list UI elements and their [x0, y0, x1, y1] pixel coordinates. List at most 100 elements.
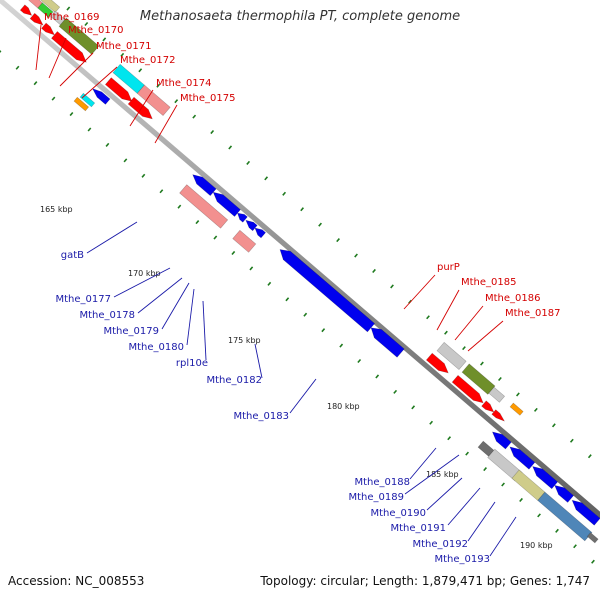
tick-mark-outer — [174, 99, 179, 104]
map-title: Methanosaeta thermophila PT, complete ge… — [139, 9, 461, 24]
gene-label-Mthe_0190-leader — [426, 477, 463, 511]
tick-mark-inner — [87, 127, 92, 132]
tick-mark-outer — [318, 222, 322, 227]
tick-mark-inner — [375, 374, 380, 379]
gene-label-Mthe_0172-leader — [81, 66, 118, 99]
tick-mark-inner — [231, 250, 236, 256]
gene-0185-cog — [461, 363, 496, 395]
genome-backbone — [0, 0, 600, 519]
gene-label-gatB-leader — [86, 221, 138, 254]
scale-label: 185 kbp — [426, 470, 459, 479]
tick-mark-inner — [465, 451, 470, 456]
tick-mark-inner — [555, 528, 559, 533]
tick-mark-outer — [120, 52, 125, 57]
scale-label: 165 kbp — [40, 205, 73, 214]
gene-0176-rev — [192, 174, 217, 197]
tick-mark-outer — [138, 68, 143, 73]
gene-0193-cog — [586, 532, 599, 544]
tick-mark-outer — [444, 330, 448, 335]
tick-mark-outer — [264, 176, 269, 181]
tick-mark-outer — [498, 376, 502, 382]
tick-mark-outer — [551, 423, 556, 428]
tick-mark-outer — [210, 130, 215, 135]
gene-label-Mthe_0186-leader — [454, 305, 484, 341]
gene-label-Mthe_0191: Mthe_0191 — [391, 523, 447, 534]
label-leaders — [35, 24, 517, 557]
gene-0170-cog2 — [40, 0, 61, 13]
tick-mark-inner — [267, 281, 272, 286]
gene-0183-rev — [370, 327, 405, 358]
gene-label-Mthe_0177: Mthe_0177 — [56, 294, 112, 305]
tick-mark-outer — [246, 160, 251, 165]
gene-0172-cog — [58, 17, 100, 55]
gene-label-Mthe_0179: Mthe_0179 — [104, 326, 160, 337]
gene-inner-orange — [73, 96, 90, 112]
gene-0191-rev — [554, 484, 574, 503]
gene-label-Mthe_0193-leader — [489, 516, 517, 557]
gene-labels: Mthe_0169Mthe_0170Mthe_0171Mthe_0172Mthe… — [44, 12, 561, 565]
gene-0175-fwd — [127, 96, 153, 120]
gene-0180-cog — [232, 229, 257, 253]
tick-mark-outer — [102, 37, 107, 42]
tick-mark-outer — [462, 346, 466, 351]
tick-mark-outer — [533, 407, 538, 412]
tick-mark-inner — [537, 513, 541, 518]
gene-label-Mthe_0180: Mthe_0180 — [129, 342, 185, 353]
gene-label-Mthe_0178-leader — [137, 277, 183, 314]
gene-0188-rev — [491, 431, 512, 450]
gene-0189-rev — [509, 446, 536, 470]
tick-mark-outer — [426, 315, 430, 320]
tick-mark-outer — [587, 454, 592, 459]
tick-mark-inner — [429, 420, 434, 425]
gene-label-Mthe_0178: Mthe_0178 — [80, 310, 136, 321]
gene-0187-fwd — [491, 409, 506, 422]
tick-mark-inner — [357, 358, 362, 364]
gene-label-purP-leader — [403, 274, 436, 310]
gene-label-Mthe_0186: Mthe_0186 — [485, 293, 541, 304]
gene-label-Mthe_0169: Mthe_0169 — [44, 12, 100, 23]
tick-mark-outer — [156, 83, 161, 88]
tick-mark-inner — [159, 189, 164, 194]
tick-mark-inner — [411, 405, 416, 410]
gene-label-Mthe_0171: Mthe_0171 — [96, 41, 152, 52]
tick-mark-inner — [123, 158, 128, 163]
tick-mark-outer — [336, 238, 340, 243]
gene-label-Mthe_0183: Mthe_0183 — [234, 411, 290, 422]
gene-0174-fwd — [104, 77, 133, 102]
scale-label: 170 kbp — [128, 269, 161, 278]
tick-mark-inner — [519, 497, 523, 502]
tick-mark-inner — [195, 220, 200, 225]
gene-0192-rev — [571, 499, 600, 526]
gene-0170-fwd — [29, 12, 44, 26]
tick-mark-inner — [177, 204, 182, 209]
gene-label-Mthe_0189: Mthe_0189 — [349, 492, 405, 503]
tick-mark-outer — [282, 191, 287, 196]
tick-mark-outer — [192, 114, 197, 119]
gene-0180-rev — [254, 227, 267, 239]
tick-mark-inner — [501, 482, 505, 487]
gene-label-Mthe_0190: Mthe_0190 — [371, 508, 427, 519]
tick-mark-inner — [249, 266, 254, 271]
gene-label-Mthe_0180-leader — [186, 288, 195, 346]
gene-label-Mthe_0183-leader — [289, 378, 317, 414]
gene-label-Mthe_0172: Mthe_0172 — [120, 55, 176, 66]
gene-label-Mthe_0187: Mthe_0187 — [505, 308, 561, 319]
gene-0178-rev — [237, 212, 248, 223]
gene-0185-fwd — [451, 374, 484, 404]
gene-label-Mthe_0182-leader — [254, 343, 263, 379]
gene-purp-cog — [436, 341, 467, 371]
scale-label: 190 kbp — [520, 541, 553, 550]
gene-0179-rev — [245, 219, 258, 232]
tick-mark-inner — [0, 50, 2, 53]
gene-label-Mthe_0185-leader — [436, 289, 460, 331]
gene-label-Mthe_0192: Mthe_0192 — [413, 539, 469, 550]
gene-label-Mthe_0179-leader — [161, 282, 190, 330]
tick-mark-inner — [33, 81, 38, 86]
gene-0175-cog — [136, 84, 171, 116]
gene-0187-cog — [509, 402, 524, 416]
gene-label-Mthe_0191-leader — [447, 487, 481, 526]
tick-mark-inner — [447, 436, 452, 441]
gene-label-Mthe_0175: Mthe_0175 — [180, 93, 236, 104]
